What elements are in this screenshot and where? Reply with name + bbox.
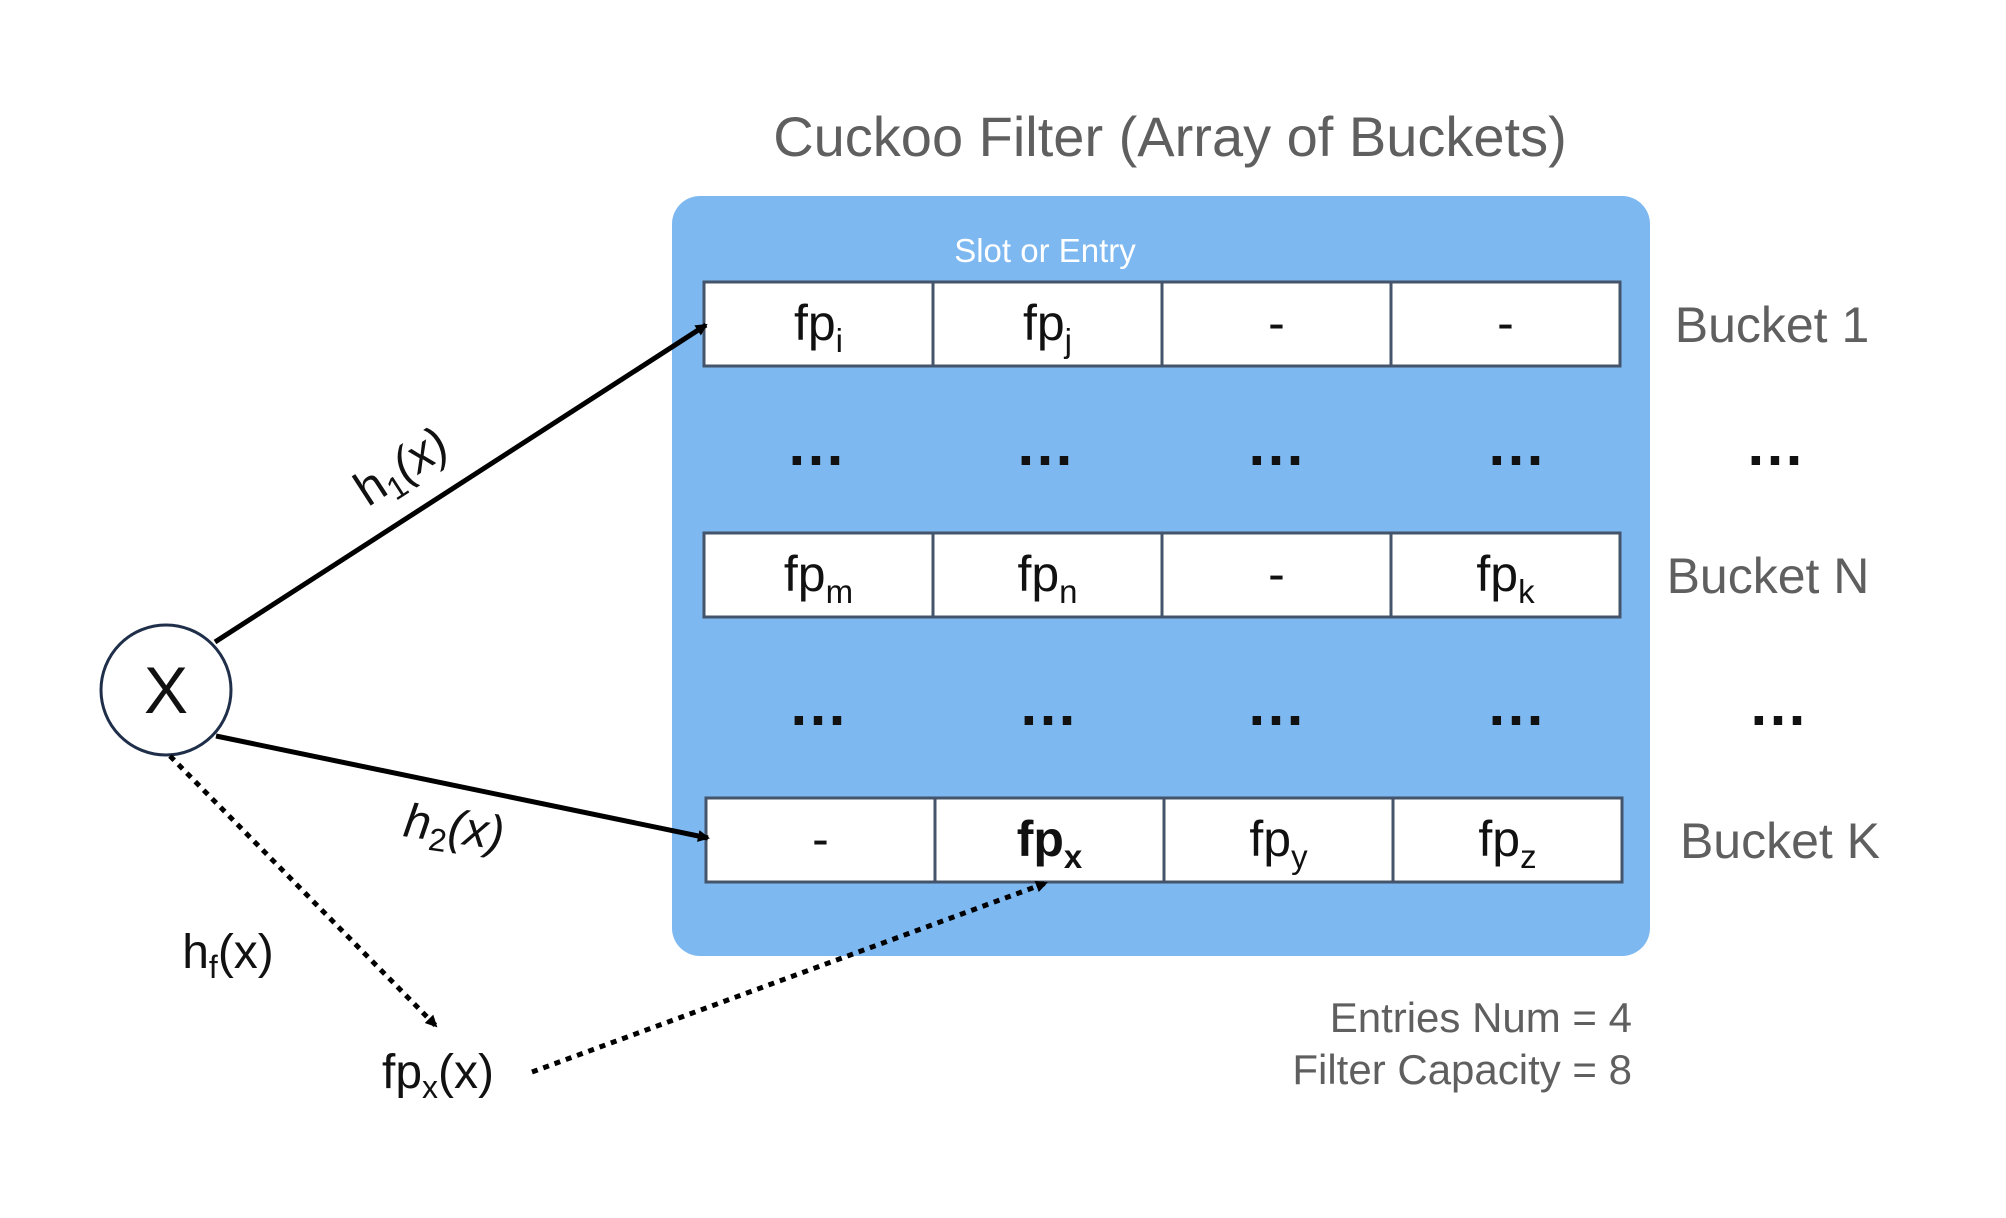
fingerprint-base: fp <box>382 1046 422 1099</box>
slot-cell <box>1391 796 1624 884</box>
bucket-label: Bucket 1 <box>1675 297 1870 353</box>
ellipsis: … <box>786 411 846 478</box>
slot-cell <box>702 531 935 619</box>
fingerprint-arg: (x) <box>438 1046 494 1099</box>
ellipsis: … <box>1745 411 1805 478</box>
hashf-arg: (x) <box>218 926 274 979</box>
input-node-label: X <box>144 653 188 727</box>
fingerprint-arrow <box>531 880 1048 1075</box>
fingerprint-sub: x <box>422 1069 438 1105</box>
slot-cell <box>1389 280 1622 368</box>
hash2-sub: 2 <box>426 821 449 859</box>
slot-value: fpi <box>794 295 843 359</box>
slot-cell <box>933 796 1166 884</box>
slot-value: - <box>1497 295 1514 351</box>
ellipsis-rows: … … … … … … … … … … <box>786 411 1808 738</box>
ellipsis: … <box>1486 411 1546 478</box>
ellipsis: … <box>1246 411 1306 478</box>
diagram-title: Cuckoo Filter (Array of Buckets) <box>773 105 1567 168</box>
ellipsis: … <box>1246 671 1306 738</box>
bucket-row-1: fpi fpj - - Bucket 1 <box>702 280 1870 368</box>
ellipsis: … <box>1748 671 1808 738</box>
hashf-base: h <box>182 926 209 979</box>
hash2-arg: (x) <box>445 801 508 861</box>
ellipsis: … <box>1015 411 1075 478</box>
entries-num-text: Entries Num = 4 <box>1330 994 1632 1041</box>
hashf-sub: f <box>209 949 218 985</box>
ellipsis: … <box>788 671 848 738</box>
bucket-row-2: fpm fpn - fpk Bucket N <box>702 531 1870 619</box>
slot-cell <box>1160 531 1393 619</box>
slot-value: - <box>1268 546 1285 602</box>
hash2-label: h2(x) <box>400 794 508 866</box>
slot-cell <box>1162 796 1395 884</box>
slot-value: fpj <box>1023 295 1072 359</box>
slot-cell <box>1389 531 1622 619</box>
bucket-label: Bucket K <box>1680 813 1880 869</box>
slot-value: - <box>1268 295 1285 351</box>
filter-capacity-text: Filter Capacity = 8 <box>1292 1046 1632 1093</box>
bucket-label: Bucket N <box>1667 548 1870 604</box>
bucket-rows: fpi fpj - - Bucket 1 fpm fpn - fpk Bucket N - fpx fp… <box>702 280 1880 884</box>
slot-value: fpk <box>1476 546 1535 610</box>
input-node-circle <box>99 623 233 757</box>
hash1-label: h1(x) <box>345 417 461 521</box>
ellipsis: … <box>1018 671 1078 738</box>
slot-header: Slot or Entry <box>954 232 1136 269</box>
hash1-arrow <box>213 322 708 645</box>
bucket-row-3: - fpx fpy fpz Bucket K <box>704 796 1880 884</box>
slot-value: fpx <box>1017 811 1083 875</box>
hash2-arrow <box>215 733 710 842</box>
slot-value: - <box>812 811 829 867</box>
slot-value: fpn <box>1017 546 1077 610</box>
fingerprint-label: fpx(x) <box>382 1046 494 1105</box>
hashf-label: hf(x) <box>182 926 274 985</box>
slot-value: fpy <box>1249 811 1308 875</box>
slot-value: fpm <box>784 546 853 610</box>
slot-cell <box>1160 280 1393 368</box>
slot-value: fpz <box>1478 811 1536 875</box>
slot-cell <box>931 280 1164 368</box>
hashf-arrow <box>168 754 438 1028</box>
ellipsis: … <box>1486 671 1546 738</box>
